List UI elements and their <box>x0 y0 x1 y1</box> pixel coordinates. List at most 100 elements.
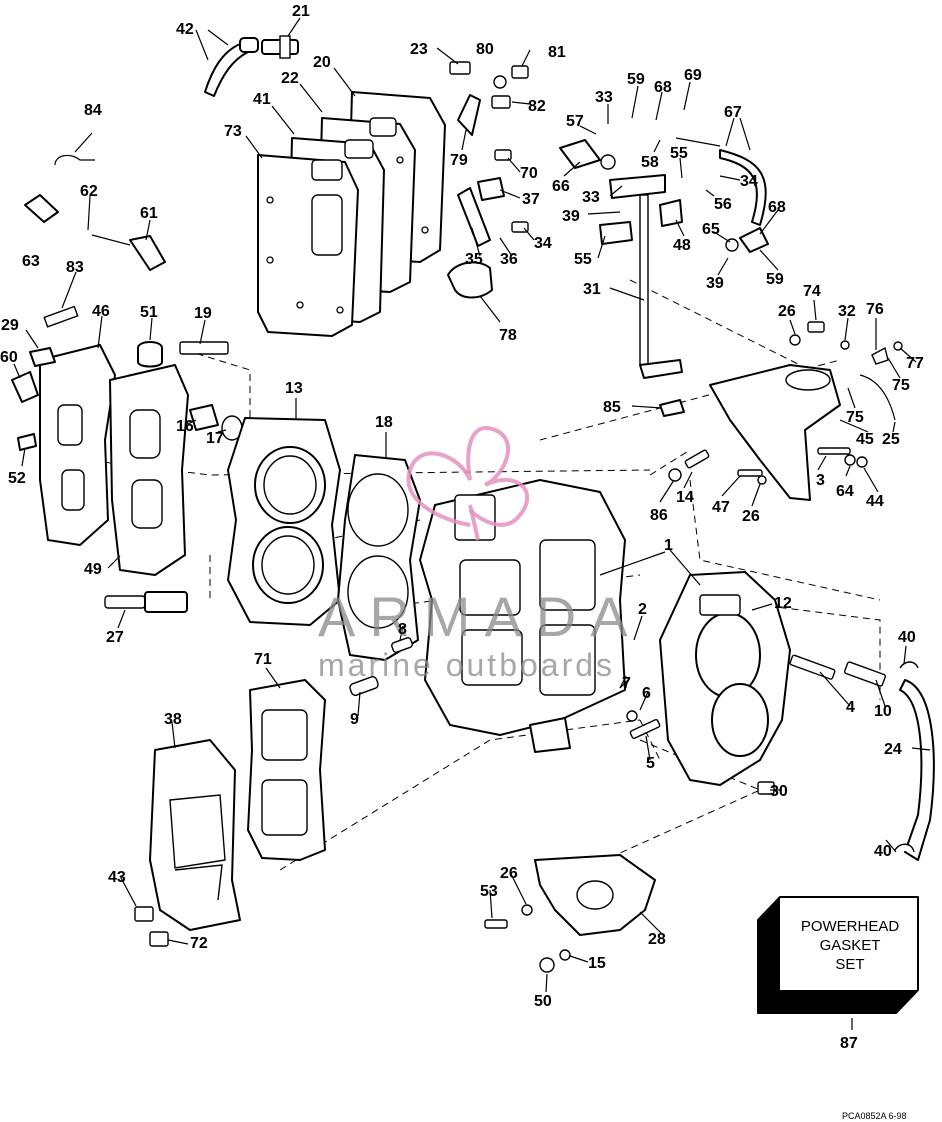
callout-label: 5 <box>646 755 655 772</box>
callout-label: 20 <box>313 54 331 71</box>
callout-label: 18 <box>375 414 393 431</box>
callout-label: 64 <box>836 483 854 500</box>
callout-label: 4 <box>846 699 855 716</box>
pins <box>349 637 413 696</box>
spark-plug <box>104 591 188 613</box>
callout-label: 66 <box>552 178 570 195</box>
callout-label: 16 <box>176 418 194 435</box>
callout-label: 14 <box>676 489 694 506</box>
callout-label: 15 <box>588 955 606 972</box>
callout-label: 13 <box>285 380 303 397</box>
callout-label: 7 <box>622 675 631 692</box>
bolt-plug-group <box>179 341 243 441</box>
callout-label: 78 <box>499 327 517 344</box>
crankcase-half <box>659 571 791 786</box>
drawing-code: PCA0852A 6-98 <box>842 1111 907 1121</box>
gasket-set-label: POWERHEAD GASKET SET <box>788 917 912 974</box>
callout-label: 68 <box>768 199 786 216</box>
callout-label: 56 <box>714 196 732 213</box>
callout-label: 30 <box>770 783 788 800</box>
callout-label: 2 <box>638 601 647 618</box>
callout-label: 48 <box>673 237 691 254</box>
callout-label: 34 <box>534 235 552 252</box>
callout-label: 19 <box>194 305 212 322</box>
callout-label: 81 <box>548 44 566 61</box>
gasket-set-line: SET <box>835 956 865 973</box>
callout-label: 61 <box>140 205 158 222</box>
callout-label: 44 <box>866 493 884 510</box>
callout-label: 72 <box>190 935 208 952</box>
watermark-brand: ARMADA <box>318 585 642 648</box>
callout-label: 29 <box>1 317 19 334</box>
callout-label: 85 <box>603 399 621 416</box>
callout-label: 65 <box>702 221 720 238</box>
callout-label: 8 <box>398 621 407 638</box>
callout-label: 50 <box>534 993 552 1010</box>
callout-label: 26 <box>500 865 518 882</box>
callout-label: 75 <box>892 377 910 394</box>
callout-label: 6 <box>642 685 651 702</box>
block-fasteners <box>619 654 886 740</box>
callout-label: 33 <box>582 189 600 206</box>
callout-label: 23 <box>410 41 428 58</box>
callout-label: 39 <box>562 208 580 225</box>
callout-label: 86 <box>650 507 668 524</box>
watermark-tagline: marine outboards <box>318 647 615 683</box>
callout-label: 49 <box>84 561 102 578</box>
callout-label: 67 <box>724 104 742 121</box>
callout-label: 27 <box>106 629 124 646</box>
gasket-set-line: POWERHEAD <box>800 918 900 935</box>
callout-label: 75 <box>846 409 864 426</box>
cover-bracket-group <box>11 341 189 576</box>
callout-label: 17 <box>206 430 224 447</box>
callout-label: 22 <box>281 70 299 87</box>
callout-label: 9 <box>350 711 359 728</box>
water-hose <box>894 661 935 861</box>
callout-label: 70 <box>520 165 538 182</box>
callout-label: 87 <box>840 1035 858 1052</box>
callout-label: 42 <box>176 21 194 38</box>
leader-lines <box>13 17 931 1030</box>
callout-label: 83 <box>66 259 84 276</box>
callout-label: 71 <box>254 651 272 668</box>
callout-label: 34 <box>740 173 758 190</box>
hose-fitting-group <box>204 35 299 97</box>
callout-label: 45 <box>856 431 874 448</box>
callout-label: 38 <box>164 711 182 728</box>
callout-label: 53 <box>480 883 498 900</box>
callout-label: 84 <box>84 102 102 119</box>
callout-label: 10 <box>874 703 892 720</box>
callout-label: 25 <box>882 431 900 448</box>
exhaust-cover-stack <box>257 91 446 337</box>
callout-label: 62 <box>80 183 98 200</box>
sensor-group <box>24 154 166 328</box>
callout-label: 60 <box>0 349 18 366</box>
callout-label: 36 <box>500 251 518 268</box>
callout-label: 35 <box>465 251 483 268</box>
callout-label: 79 <box>450 152 468 169</box>
callout-label: 3 <box>816 472 825 489</box>
callout-label: 51 <box>140 304 158 321</box>
callout-label: 59 <box>627 71 645 88</box>
callout-label: 41 <box>253 91 271 108</box>
callout-label: 33 <box>595 89 613 106</box>
gasket-set-box <box>757 896 919 1014</box>
callout-label: 63 <box>22 253 40 270</box>
callout-label: 39 <box>706 275 724 292</box>
callout-label: 73 <box>224 123 242 140</box>
callout-label: 52 <box>8 470 26 487</box>
callout-label: 47 <box>712 499 730 516</box>
callout-labels: 42 21 20 22 41 73 23 80 81 82 79 84 62 6… <box>0 3 924 1052</box>
callout-label: 32 <box>838 303 856 320</box>
callout-label: 43 <box>108 869 126 886</box>
callout-label: 26 <box>778 303 796 320</box>
callout-label: 76 <box>866 301 884 318</box>
mount-bracket <box>659 321 903 501</box>
callout-label: 58 <box>641 154 659 171</box>
callout-label: 1 <box>664 537 673 554</box>
callout-label: 82 <box>528 98 546 115</box>
callout-label: 68 <box>654 79 672 96</box>
callout-label: 31 <box>583 281 601 298</box>
callout-label: 55 <box>574 251 592 268</box>
